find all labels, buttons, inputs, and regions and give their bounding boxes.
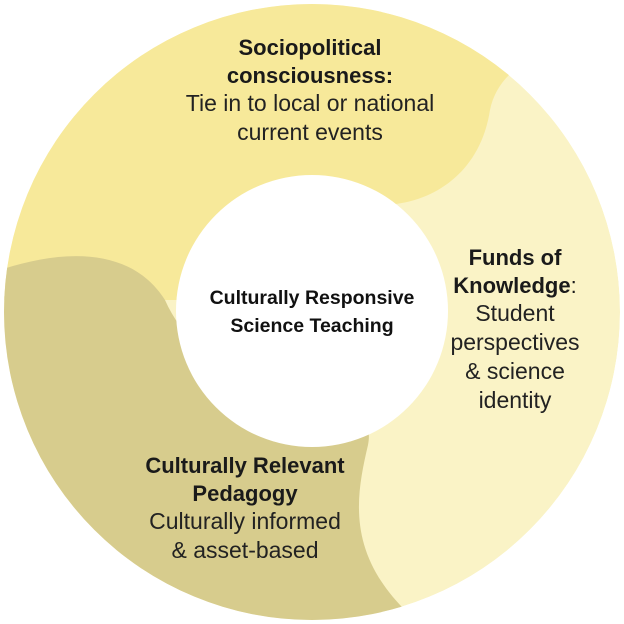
relevant-body-1: Culturally informed	[149, 508, 341, 535]
funds-title-1: Funds of	[468, 245, 562, 270]
relevant-title-1: Culturally Relevant	[145, 453, 345, 478]
center-title-line2: Science Teaching	[230, 315, 394, 338]
sociopolitical-body-1: Tie in to local or national	[185, 90, 435, 117]
center-title: Culturally Responsive Science Teaching	[172, 284, 452, 341]
sociopolitical-body-2: current events	[237, 119, 383, 146]
funds-body-2: perspectives	[450, 329, 580, 356]
label-sociopolitical: Sociopolitical consciousness: Tie in to …	[130, 34, 490, 147]
funds-body-3: & science	[465, 358, 565, 385]
label-culturally-relevant: Culturally Relevant Pedagogy Culturally …	[100, 452, 390, 565]
segment-sociopolitical	[4, 4, 620, 300]
sociopolitical-title-2: consciousness:	[226, 62, 394, 88]
relevant-title-2: Pedagogy	[192, 480, 298, 506]
label-funds-of-knowledge: Funds of Knowledge: Student perspectives…	[420, 244, 610, 415]
funds-title-2: Knowledge	[453, 272, 571, 298]
funds-title-colon: :	[570, 272, 577, 298]
center-circle	[176, 175, 448, 447]
segment-culturally-relevant	[4, 256, 420, 620]
sociopolitical-title-1: Sociopolitical	[238, 35, 382, 60]
relevant-body-2: & asset-based	[171, 537, 319, 564]
center-title-line1: Culturally Responsive	[209, 287, 415, 309]
funds-title-2-wrap: Knowledge:	[420, 272, 610, 300]
funds-body-4: identity	[478, 387, 552, 414]
funds-body-1: Student	[475, 300, 555, 327]
